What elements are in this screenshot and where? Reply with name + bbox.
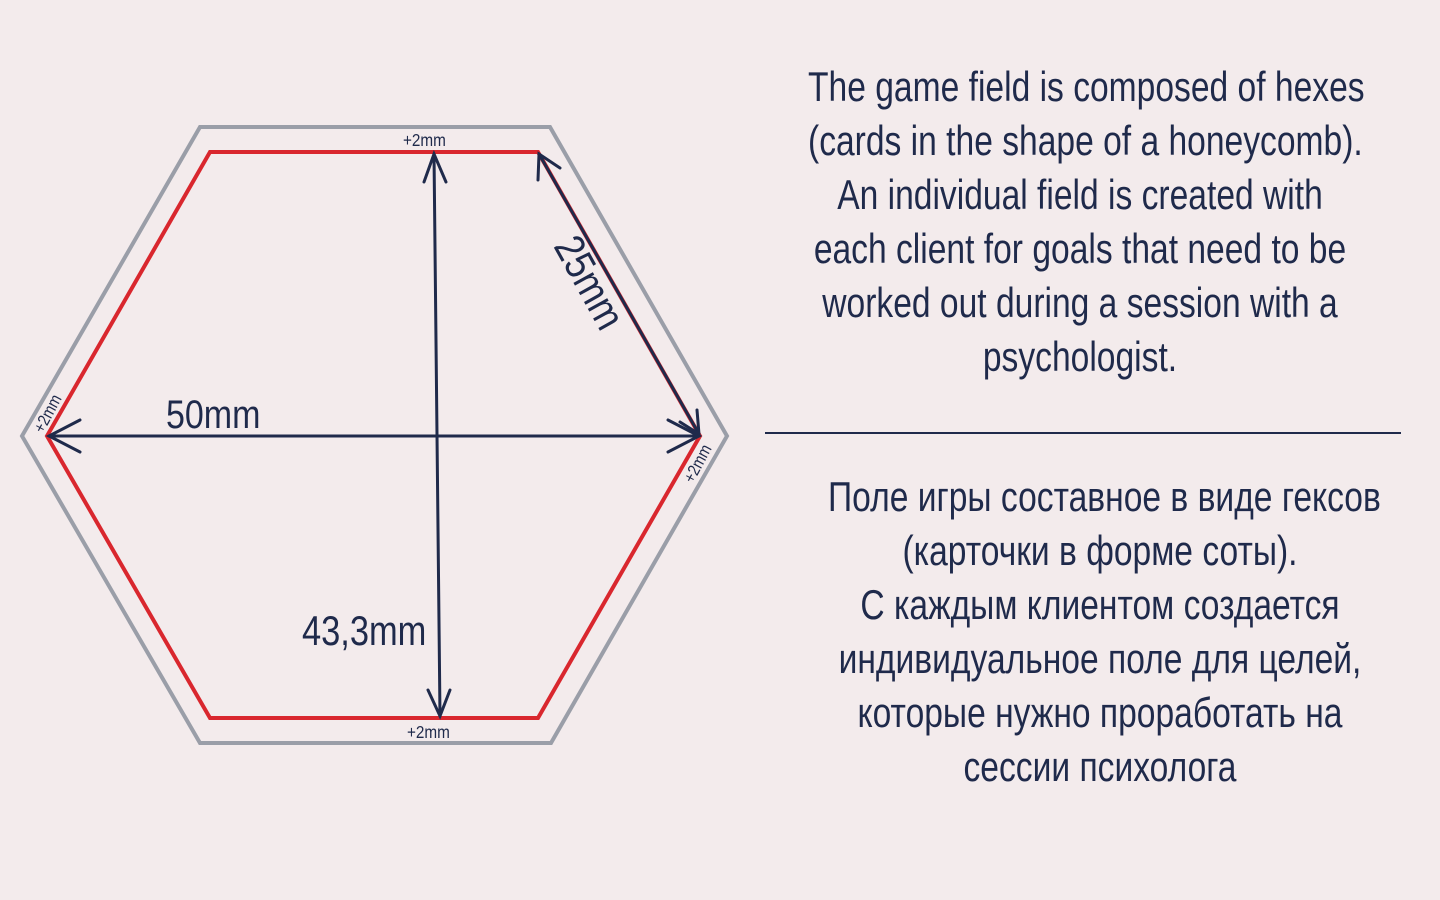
ru-line: С каждым клиентом создается — [860, 581, 1340, 628]
height-arrowhead-bottom — [426, 688, 452, 720]
height-arrowhead-top — [422, 149, 448, 184]
russian-description: Поле игры составное в виде гексов (карто… — [760, 470, 1440, 794]
english-description: The game field is composed of hexes (car… — [740, 60, 1420, 384]
hexagon-diagram: 50mm 43,3mm 25mm +2mm +2mm +2mm +2mm — [19, 125, 730, 745]
side-arrowhead-top — [536, 151, 562, 182]
ru-line: которые нужно проработать на — [857, 689, 1343, 736]
width-arrowhead-right — [666, 418, 703, 454]
en-line: each client for goals that need to be — [813, 225, 1347, 272]
height-label: 43,3mm — [302, 608, 426, 655]
width-arrowhead-left — [45, 418, 82, 454]
ru-line: сессии психолога — [963, 743, 1237, 790]
en-line: An individual field is created with — [837, 171, 1323, 218]
side-arrowhead-bottom — [678, 408, 701, 437]
ru-line: индивидуальное поле для целей, — [838, 635, 1362, 682]
outer-hexagon-outline — [19, 125, 730, 745]
margin-label-bottom: +2mm — [407, 722, 450, 742]
en-line: worked out during a session with a — [822, 279, 1338, 326]
en-line: (cards in the shape of a honeycomb). — [808, 117, 1363, 164]
height-arrow — [432, 152, 442, 718]
en-line: psychologist. — [982, 333, 1178, 380]
margin-label-top: +2mm — [403, 130, 446, 150]
en-line: The game field is composed of hexes — [808, 63, 1365, 110]
divider-line — [765, 432, 1401, 434]
ru-line: Поле игры составное в виде гексов — [828, 473, 1381, 520]
width-label: 50mm — [166, 391, 260, 436]
ru-line: (карточки в форме соты). — [902, 527, 1298, 574]
side-arrow — [537, 152, 701, 436]
side-label: 25mm — [545, 228, 634, 337]
